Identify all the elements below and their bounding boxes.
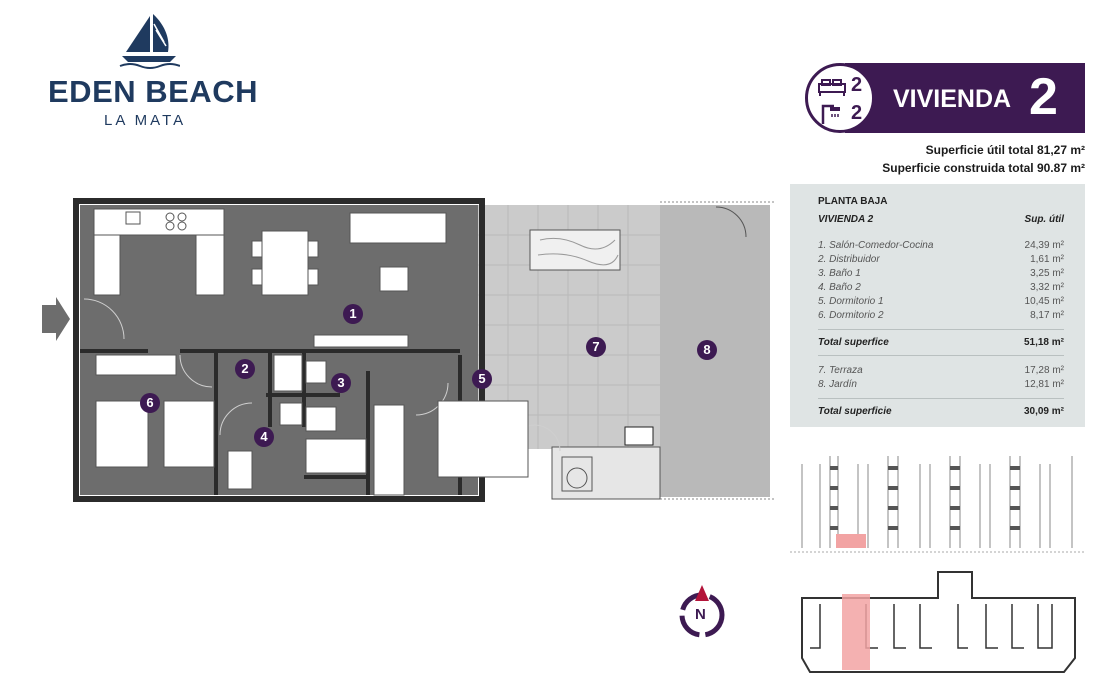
room-marker-7: 7 xyxy=(586,337,606,357)
dining-table xyxy=(261,230,309,296)
building-elevation-map xyxy=(790,456,1085,553)
table-unit-label: VIVIENDA 2 xyxy=(818,214,874,225)
table-divider xyxy=(818,398,1064,399)
floor-label: PLANTA BAJA xyxy=(818,196,888,207)
wardrobe xyxy=(373,404,405,496)
bathroom-count: 2 xyxy=(851,102,863,124)
room-marker-1: 1 xyxy=(343,304,363,324)
shower-icon xyxy=(821,104,840,124)
unit-highlight xyxy=(836,534,866,548)
coffee-table xyxy=(379,266,409,292)
unit-number: 2 xyxy=(1029,68,1058,126)
built-surface-total: Superficie construida total 90.87 m² xyxy=(882,161,1085,175)
bed xyxy=(437,400,529,478)
room-marker-8: 8 xyxy=(697,340,717,360)
bed xyxy=(163,400,215,468)
floor-plan xyxy=(42,198,775,502)
unit-title: VIVIENDA xyxy=(893,85,1012,113)
bed-icon xyxy=(818,79,846,96)
column-label: Sup. útil xyxy=(1024,214,1064,225)
wardrobe xyxy=(95,354,177,376)
washbasin xyxy=(305,360,327,384)
sink-icon xyxy=(125,211,141,225)
unit-badge: 2 2 VIVIENDA 2 xyxy=(805,63,1085,133)
washbasin xyxy=(279,402,303,426)
room-marker-4: 4 xyxy=(254,427,274,447)
useful-surface-total: Superficie útil total 81,27 m² xyxy=(925,143,1085,157)
table-divider xyxy=(818,329,1064,330)
tv-unit xyxy=(313,334,409,348)
unit-highlight xyxy=(842,594,870,670)
compass: N xyxy=(675,585,729,639)
room-marker-5: 5 xyxy=(472,369,492,389)
stove-icon xyxy=(165,212,175,222)
exterior-wall xyxy=(73,198,485,502)
compass-icon xyxy=(679,585,725,638)
bed xyxy=(95,400,149,468)
table-divider xyxy=(818,355,1064,356)
entrance-arrow-icon xyxy=(42,297,70,341)
sofa xyxy=(349,212,447,244)
brand-logo: EDEN BEACH LA MATA xyxy=(40,12,260,132)
room-marker-3: 3 xyxy=(331,373,351,393)
room-marker-6: 6 xyxy=(140,393,160,413)
brand-subtitle: LA MATA xyxy=(104,112,187,129)
terrace-table xyxy=(529,229,621,271)
bedroom-count: 2 xyxy=(851,74,863,96)
shower-tray xyxy=(273,354,303,392)
badge-icon-circle: 2 2 xyxy=(805,63,875,133)
bathtub xyxy=(305,438,367,474)
toilet xyxy=(305,406,337,432)
surface-table: PLANTA BAJA VIVIENDA 2 Sup. útil 1. Saló… xyxy=(790,184,1085,427)
badge-bar xyxy=(845,63,1085,133)
compass-north-label: N xyxy=(695,606,706,623)
room-marker-2: 2 xyxy=(235,359,255,379)
kitchen-island xyxy=(195,234,225,296)
interior-walls xyxy=(80,349,462,495)
laundry-area xyxy=(551,446,661,500)
sailboat-logo-icon xyxy=(119,14,180,69)
building-site-plan xyxy=(801,571,1076,673)
brand-name: EDEN BEACH xyxy=(48,74,258,109)
kitchen-counter xyxy=(93,208,225,236)
toilet xyxy=(227,450,253,490)
sink-icon xyxy=(624,426,654,446)
